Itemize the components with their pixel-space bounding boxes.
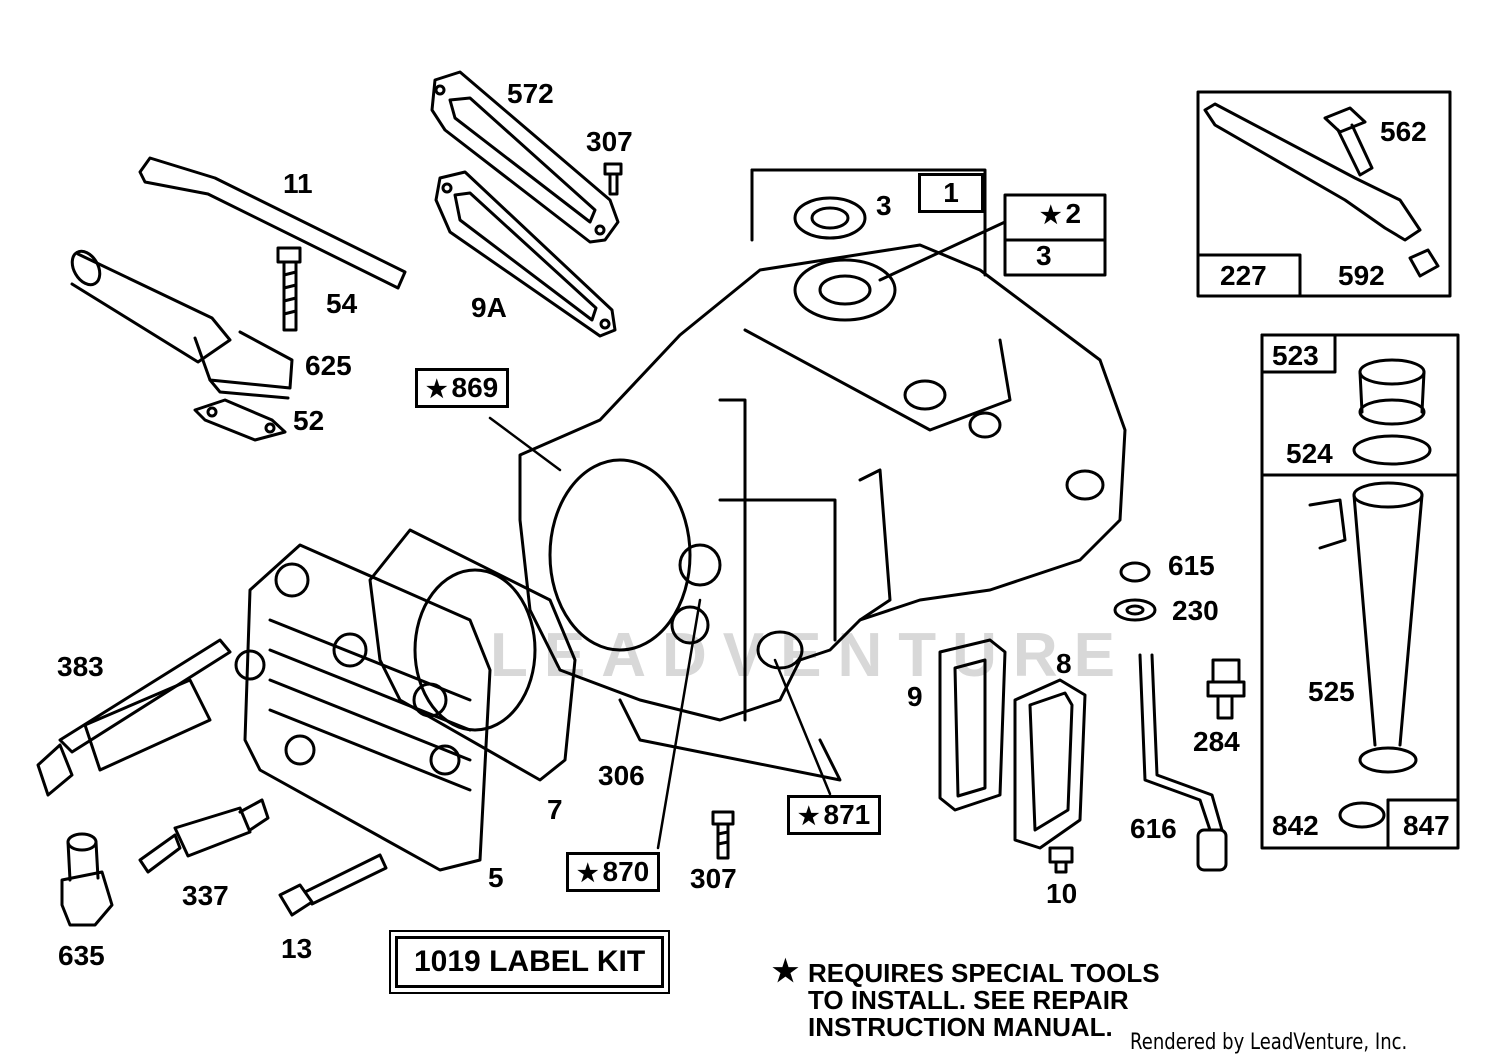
label-572: 572 [507,78,554,109]
render-credit: Rendered by LeadVenture, Inc. [1130,1030,1408,1055]
label-227: 227 [1220,260,1267,291]
breather-tube-383-part [36,638,232,797]
label-615: 615 [1168,550,1215,581]
label-847: 847 [1403,810,1450,841]
screw-307-top-part [603,162,623,196]
dipstick-tube-part [138,156,407,290]
label-284: 284 [1193,726,1240,757]
label-625: 625 [305,350,352,381]
label-842: 842 [1272,810,1319,841]
label-kit-box: 1019 LABEL KIT [388,930,671,994]
fitting-284-part [1206,658,1246,720]
note-line-2: TO INSTALL. SEE REPAIR [808,985,1129,1015]
oil-fill-box [1260,333,1460,850]
screw-307-bottom-part [711,810,735,860]
wire-616-part [1138,653,1228,872]
label-13: 13 [281,933,313,964]
note-line-3: INSTRUCTION MANUAL. [808,1012,1113,1042]
label-9A: 9A [471,292,507,323]
label-8: 8 [1056,648,1072,679]
label-383: 383 [57,651,104,682]
bolt-13-part [278,853,388,917]
spark-boot-635-part [60,832,114,927]
label-870-star: 870 [566,852,661,892]
bolt-54-part [276,246,302,332]
label-307-top: 307 [586,126,633,157]
governor-lever-box [1196,90,1452,298]
label-52: 52 [293,405,325,436]
gasket-52-part [193,398,287,442]
intake-elbow-part [70,249,294,400]
label-635: 635 [58,940,105,971]
label-3-seal: 3 [876,190,892,221]
label-5: 5 [488,862,504,893]
special-tools-note: ★ REQUIRES SPECIAL TOOLS TO INSTALL. SEE… [772,955,1160,1042]
label-2-star: 2 [1040,200,1082,228]
seal-kit-box [750,168,1107,282]
valve-cover-gasket-9-part [938,638,1007,812]
breather-gasket-9A-part [434,170,617,338]
label-869-star: 869 [415,368,510,408]
label-871-star: 871 [787,795,882,835]
label-523: 523 [1272,340,1319,371]
label-562: 562 [1380,116,1427,147]
cylinder-head-5-part [234,543,492,872]
label-616: 616 [1130,813,1177,844]
star-icon: ★ [772,955,799,988]
spark-plug-337-part [138,798,270,874]
screw-10-part [1048,846,1074,874]
label-54: 54 [326,288,358,319]
engine-block-part [518,243,1127,782]
label-230: 230 [1172,595,1219,626]
label-525: 525 [1308,676,1355,707]
label-10: 10 [1046,878,1078,909]
label-524: 524 [1286,438,1333,469]
label-306: 306 [598,760,645,791]
valve-cover-8-part [1013,678,1087,850]
label-592: 592 [1338,260,1385,291]
note-line-1: REQUIRES SPECIAL TOOLS [808,958,1160,988]
breather-cover-572-part [430,70,620,244]
label-1-box: 1 [918,173,984,213]
label-9: 9 [907,681,923,712]
leader-lines [488,416,832,850]
washers-615-230 [1113,561,1157,622]
label-307-bottom: 307 [690,863,737,894]
label-337: 337 [182,880,229,911]
label-3-box: 3 [1036,240,1052,271]
head-gasket-7-part [368,528,577,782]
label-7: 7 [547,794,563,825]
label-11: 11 [283,168,313,199]
